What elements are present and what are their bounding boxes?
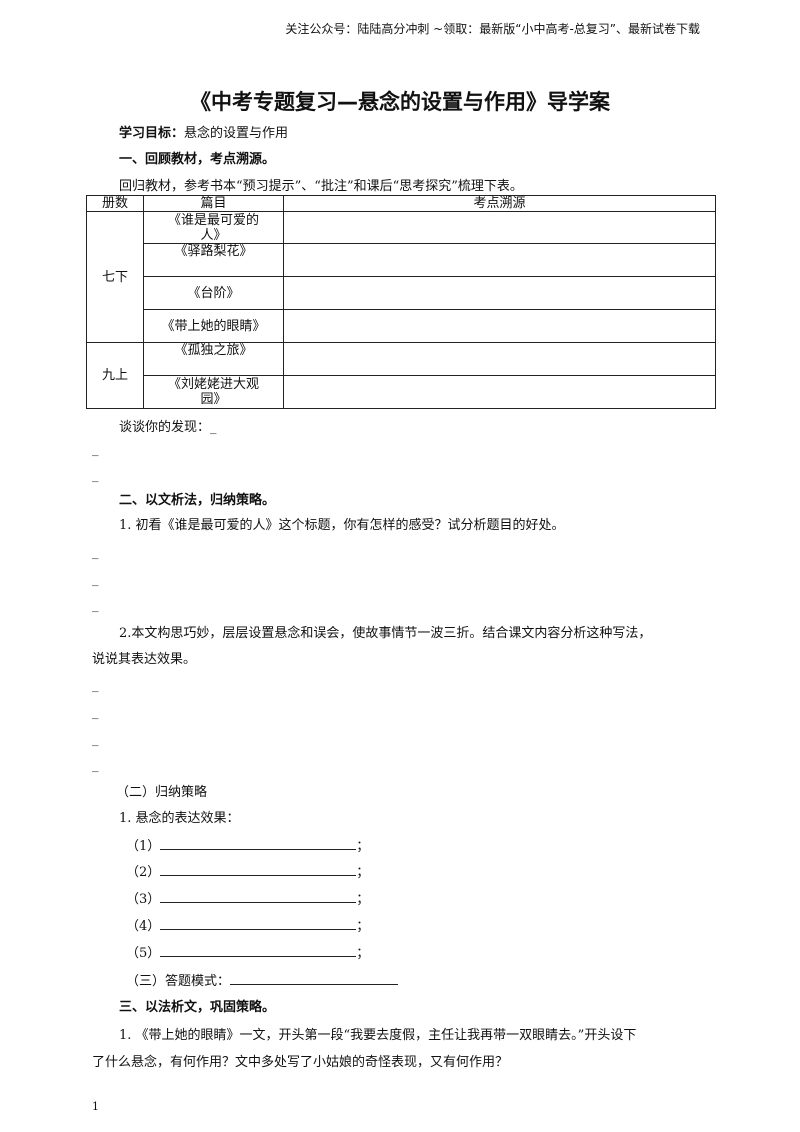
effect-blank[interactable] [160, 888, 357, 903]
question-2-2-line1: 2.本文构思巧妙，层层设置悬念和误会，使故事情节一波三折。结合课文内容分析这种写… [119, 626, 652, 641]
volume-cell-7: 七下 [86, 211, 144, 343]
table-row: 七下 《谁是最可爱的人》 [86, 211, 716, 343]
header-source: 考点溯源 [283, 195, 716, 212]
objective-text: 悬念的设置与作用 [184, 126, 289, 141]
answer-blank[interactable]: _ [92, 705, 99, 720]
answer-mode-blank[interactable] [230, 970, 399, 985]
answer-cell[interactable] [283, 276, 716, 310]
header-volume: 册数 [86, 195, 144, 212]
effect-item-1: （1）； [126, 835, 369, 854]
answer-cell[interactable] [283, 211, 716, 244]
answer-blank[interactable]: _ [92, 442, 99, 457]
table-row: 《带上她的眼睛》 [87, 309, 716, 343]
page-number: 1 [92, 1100, 99, 1113]
title-cell: 《带上她的眼睛》 [143, 309, 284, 343]
table-row: 《驿路梨花》 [87, 243, 716, 277]
answer-blank[interactable]: _ [92, 732, 99, 747]
section3-heading: 三、以法析文，巩固策略。 [119, 1000, 276, 1015]
title-cell: 《台阶》 [143, 276, 284, 310]
volume-cell-9: 九上 [86, 342, 144, 409]
learning-objective: 学习目标：悬念的设置与作用 [119, 122, 288, 141]
effect-blank[interactable] [160, 915, 357, 930]
question-2-2-line2: 说说其表达效果。 [92, 652, 197, 667]
title-cell: 《刘姥姥进大观园》 [143, 375, 284, 409]
answer-cell[interactable] [283, 375, 716, 409]
section1-heading: 一、回顾教材，考点溯源。 [119, 152, 276, 167]
effect-label: 1. 悬念的表达效果： [119, 811, 240, 826]
section1-instruction: 回归教材，参考书本“预习提示”、“批注”和课后“思考探究”梳理下表。 [119, 179, 523, 194]
effect-blank[interactable] [160, 861, 357, 876]
header-note: 关注公众号：陆陆高分冲刺 ~领取：最新版“小中高考-总复习”、最新试卷下载 [285, 22, 700, 36]
answer-mode: （三）答题模式： [126, 970, 399, 989]
effect-blank[interactable] [160, 942, 357, 957]
answer-blank[interactable]: _ [92, 678, 99, 693]
objective-label: 学习目标： [119, 126, 185, 141]
page-title: 《中考专题复习—悬念的设置与作用》导学案 [190, 90, 610, 114]
source-table: 册数 篇目 考点溯源 七下 《谁是最可爱的人》 《驿路梨花》 《台阶》 《带上她… [86, 195, 716, 409]
table-row: 九上 《孤独之旅》 [86, 342, 716, 409]
header-title: 篇目 [143, 195, 284, 212]
effect-blank[interactable] [160, 835, 357, 850]
question-2-1: 1. 初看《谁是最可爱的人》这个标题，你有怎样的感受？试分析题目的好处。 [119, 518, 565, 533]
answer-blank[interactable]: _ [92, 758, 99, 773]
title-cell: 《驿路梨花》 [143, 243, 284, 277]
strategy-heading: （二）归纳策略 [116, 785, 208, 800]
answer-blank[interactable]: _ [92, 545, 99, 560]
answer-blank[interactable]: _ [92, 468, 99, 483]
table-row: 《台阶》 [87, 276, 716, 310]
effect-item-4: （4）； [126, 915, 369, 934]
question-3-1-line2: 了什么悬念，有何作用？文中多处写了小姑娘的奇怪表现，又有何作用？ [92, 1055, 509, 1070]
discovery-prompt: 谈谈你的发现：_ [119, 420, 217, 435]
answer-cell[interactable] [283, 243, 716, 277]
title-cell: 《孤独之旅》 [143, 342, 284, 376]
table-row: 《刘姥姥进大观园》 [87, 375, 716, 409]
effect-item-3: （3）； [126, 888, 369, 907]
effect-item-2: （2）； [126, 861, 369, 880]
section2-heading: 二、以文析法，归纳策略。 [119, 493, 276, 508]
answer-cell[interactable] [283, 342, 716, 376]
effect-item-5: （5）； [126, 942, 369, 961]
answer-blank[interactable]: _ [92, 572, 99, 587]
answer-cell[interactable] [283, 309, 716, 343]
question-3-1-line1: 1. 《带上她的眼睛》一文，开头第一段“我要去度假，主任让我再带一双眼睛去。”开… [119, 1028, 637, 1043]
title-cell: 《谁是最可爱的人》 [143, 211, 284, 244]
answer-blank[interactable]: _ [92, 598, 99, 613]
